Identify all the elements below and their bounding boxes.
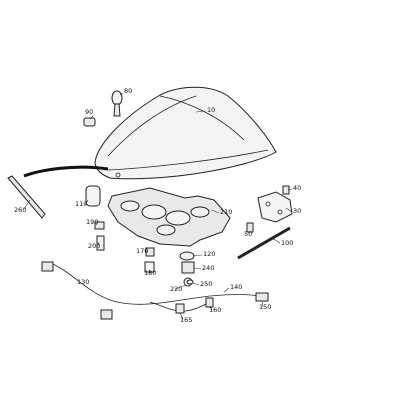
callout-labels: 10 80 90 260 110 190 200 210 40 30 50 10… — [14, 87, 301, 324]
buffer-120 — [179, 251, 195, 261]
callout-250: 250 — [200, 280, 212, 288]
bolt-200 — [96, 235, 105, 251]
callout-50: 50 — [244, 230, 252, 238]
callout-150: 150 — [259, 303, 271, 311]
bolt-50 — [246, 222, 254, 233]
clip-160 — [205, 297, 214, 308]
callout-140: 140 — [230, 283, 242, 291]
hinge-30 — [257, 191, 293, 223]
callout-130: 130 — [77, 278, 89, 286]
callout-160: 160 — [209, 306, 221, 314]
callout-220: 220 — [170, 285, 182, 293]
bolt-190 — [94, 221, 105, 230]
callout-165: 165 — [180, 316, 192, 324]
latch-part-180 — [144, 261, 155, 273]
callout-40: 40 — [293, 184, 301, 192]
gas-strut-100 — [237, 226, 291, 260]
clip-90 — [83, 117, 96, 127]
release-handle-lower — [100, 309, 113, 320]
callout-240: 240 — [202, 264, 214, 272]
callout-80: 80 — [124, 87, 132, 95]
callout-90: 90 — [85, 108, 93, 116]
latch-part-170 — [145, 247, 155, 257]
release-handle-upper — [41, 261, 54, 272]
callout-100: 100 — [281, 239, 293, 247]
callout-200: 200 — [88, 242, 100, 250]
callout-210: 210 — [220, 208, 232, 216]
callout-180: 180 — [144, 269, 156, 277]
callout-10: 10 — [207, 106, 215, 114]
emblem-80 — [111, 90, 123, 117]
callout-190: 190 — [86, 218, 98, 226]
clip-165 — [175, 303, 185, 314]
buffer-240 — [181, 261, 195, 274]
hood-panel — [94, 86, 277, 180]
hood-seal-strip — [23, 165, 109, 178]
cable-end-150 — [255, 292, 269, 302]
leader-lines — [23, 92, 293, 320]
callout-120: 120 — [203, 250, 215, 258]
callout-170: 170 — [136, 247, 148, 255]
insulation-mat-210 — [107, 187, 231, 247]
grommet-110 — [85, 185, 101, 207]
callout-110: 110 — [75, 200, 87, 208]
release-cable-130 — [47, 261, 259, 305]
callout-30: 30 — [293, 207, 301, 215]
buffer-250 — [186, 279, 194, 285]
callout-260: 260 — [14, 206, 26, 214]
rubber-seal-260 — [7, 175, 46, 219]
